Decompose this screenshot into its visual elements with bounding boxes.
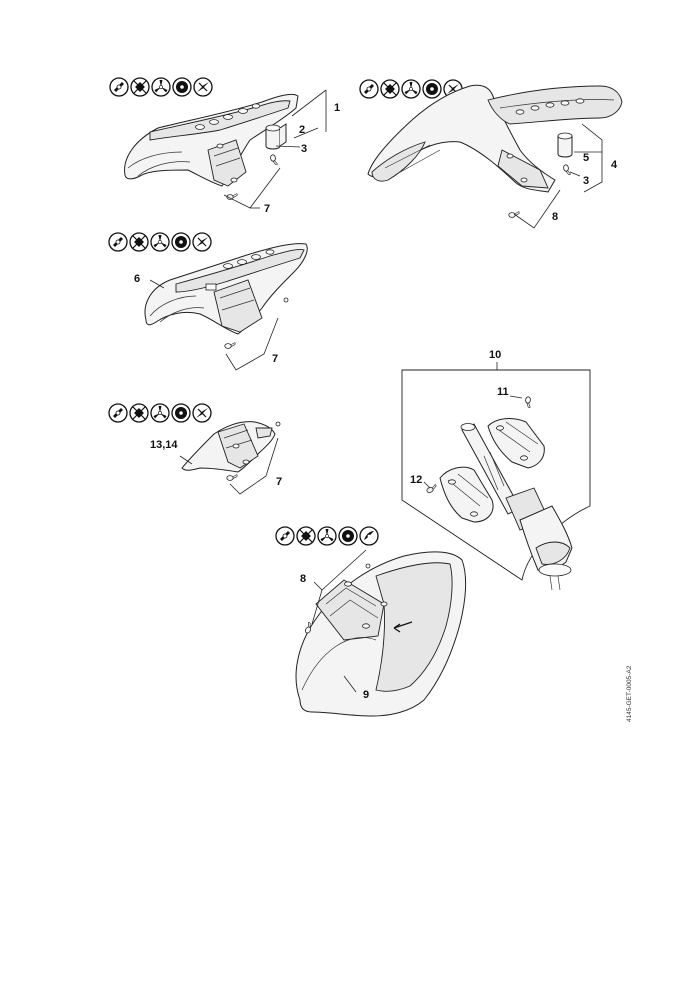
two-blade-icon [192, 403, 212, 423]
callout-7a: 7 [264, 203, 270, 215]
two-blade-icon [192, 232, 212, 252]
mowing-head-icon [380, 79, 400, 99]
callout-7c: 7 [276, 476, 282, 488]
drive-tube-assembly [460, 423, 573, 591]
callout-7b: 7 [272, 353, 278, 365]
mowing-head-icon [296, 526, 316, 546]
grass-blade-icon [108, 232, 128, 252]
deflector-guard-1 [124, 93, 299, 187]
sleeve-5 [557, 132, 573, 158]
screw-7c [226, 474, 238, 481]
clamp-upper-11 [487, 418, 545, 469]
saw-blade-icon [171, 232, 191, 252]
callout-1: 1 [334, 102, 340, 114]
deflector-guard-13-14 [181, 421, 281, 473]
saw-blade-icon [338, 526, 358, 546]
icon-row-e [275, 526, 379, 546]
saw-blade-icon [422, 79, 442, 99]
mowing-head-icon [130, 77, 150, 97]
three-blade-icon [150, 403, 170, 423]
callout-13-14: 13,14 [150, 439, 178, 451]
grass-blade-icon [359, 79, 379, 99]
three-blade-icon [317, 526, 337, 546]
document-id: 4145-GET-0005-A2 [626, 665, 633, 722]
three-blade-icon [151, 77, 171, 97]
grass-blade-icon [108, 403, 128, 423]
callout-8a: 8 [552, 211, 558, 223]
two-blade-icon [193, 77, 213, 97]
screw-7b [224, 342, 236, 349]
grass-blade-icon [275, 526, 295, 546]
callout-4: 4 [611, 159, 618, 171]
screw-3a [269, 153, 279, 166]
saw-blade-icon [172, 77, 192, 97]
screw-11 [523, 396, 533, 409]
icon-row-c [108, 232, 212, 252]
deflector-guard-6 [144, 243, 308, 335]
deflector-guard-4 [367, 84, 623, 193]
icon-row-d [108, 403, 212, 423]
three-blade-icon [150, 232, 170, 252]
sleeve-2 [265, 123, 287, 150]
clamp-lower-12 [439, 466, 494, 523]
saw-blade-icon [171, 403, 191, 423]
grass-blade-icon [109, 77, 129, 97]
callout-6: 6 [134, 273, 140, 285]
washer [365, 563, 371, 569]
callout-10: 10 [489, 349, 501, 361]
callout-11: 11 [497, 386, 509, 398]
callout-12: 12 [410, 474, 422, 486]
mowing-head-icon [129, 232, 149, 252]
deflector-guard-9 [295, 551, 467, 717]
callout-3b: 3 [583, 175, 589, 187]
callout-5: 5 [583, 152, 589, 164]
callout-3a: 3 [301, 143, 307, 155]
screw-7a [226, 193, 238, 200]
icon-row-a [109, 77, 213, 97]
callout-9: 9 [363, 689, 369, 701]
mowing-head-icon [129, 403, 149, 423]
callout-8b: 8 [300, 573, 306, 585]
shredder-blade-icon [359, 526, 379, 546]
callout-2: 2 [299, 124, 305, 136]
three-blade-icon [401, 79, 421, 99]
screw-3b [562, 163, 572, 176]
